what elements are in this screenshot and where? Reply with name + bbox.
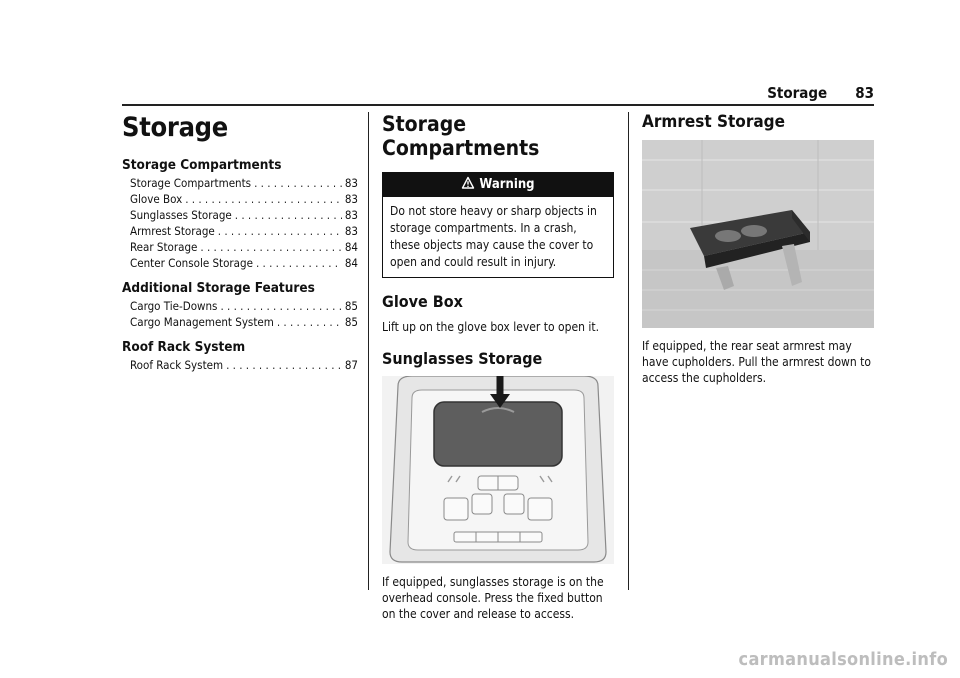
glove-box-text: Lift up on the glove box lever to open i… bbox=[382, 320, 600, 334]
toc-entry[interactable]: Sunglasses Storage 83 bbox=[122, 207, 358, 223]
toc-entry-label: Storage Compartments bbox=[130, 176, 252, 190]
sunglasses-text: If equipped, sunglasses storage is on th… bbox=[382, 575, 604, 621]
glove-box-heading: Glove Box bbox=[382, 292, 463, 311]
toc-entry[interactable]: Glove Box 83 bbox=[122, 191, 358, 207]
toc-section-heading: Roof Rack System bbox=[122, 339, 246, 355]
toc-entry-page: 84 bbox=[344, 256, 358, 270]
toc-entry-label: Sunglasses Storage bbox=[130, 208, 232, 222]
warning-icon bbox=[462, 176, 475, 189]
toc-entry-label: Roof Rack System bbox=[130, 358, 224, 372]
right-column: Armrest Storage If equipped, the rear se… bbox=[642, 112, 874, 386]
toc-entry[interactable]: Armrest Storage 83 bbox=[122, 223, 358, 239]
toc-entry[interactable]: Rear Storage 84 bbox=[122, 239, 358, 255]
toc-entry-page: 83 bbox=[344, 192, 358, 206]
header-section-title: Storage bbox=[767, 84, 828, 102]
toc-section-heading: Additional Storage Features bbox=[122, 280, 315, 296]
leader-dots bbox=[220, 298, 341, 314]
middle-column: Storage Compartments Warning Do not stor… bbox=[382, 112, 614, 622]
toc-section: Roof Rack System Roof Rack System 87 bbox=[122, 339, 358, 373]
watermark: carmanualsonline.info bbox=[738, 649, 948, 670]
leader-dots bbox=[254, 175, 342, 191]
overhead-console-illustration bbox=[382, 376, 614, 564]
toc-entry-page: 85 bbox=[344, 315, 358, 329]
armrest-text: If equipped, the rear seat armrest may h… bbox=[642, 339, 871, 385]
leader-dots bbox=[235, 207, 342, 223]
chapter-title: Storage bbox=[122, 112, 228, 143]
column-divider bbox=[368, 112, 369, 590]
section-title: Storage Compartments bbox=[382, 112, 540, 160]
running-header: Storage 83 bbox=[767, 84, 874, 102]
toc-entry-label: Glove Box bbox=[130, 192, 183, 206]
toc-entry-page: 83 bbox=[344, 208, 358, 222]
toc-entry[interactable]: Cargo Tie-Downs 85 bbox=[122, 298, 358, 314]
toc-entry-label: Rear Storage bbox=[130, 240, 198, 254]
toc-column: Storage Storage Compartments Storage Com… bbox=[122, 112, 358, 373]
armrest-heading: Armrest Storage bbox=[642, 112, 786, 132]
warning-label: Warning bbox=[479, 177, 535, 192]
warning-header: Warning bbox=[383, 173, 613, 197]
toc-entry-page: 85 bbox=[344, 299, 358, 313]
armrest-cupholder-illustration bbox=[642, 140, 874, 328]
toc-entry-page: 83 bbox=[344, 224, 358, 238]
toc-entry-label: Cargo Management System bbox=[130, 315, 274, 329]
leader-dots bbox=[218, 223, 342, 239]
leader-dots bbox=[185, 191, 342, 207]
sunglasses-heading: Sunglasses Storage bbox=[382, 349, 543, 368]
leader-dots bbox=[226, 357, 342, 373]
warning-box: Warning Do not store heavy or sharp obje… bbox=[382, 172, 614, 278]
header-rule bbox=[122, 104, 874, 106]
toc-entry-page: 84 bbox=[344, 240, 358, 254]
toc-section-heading: Storage Compartments bbox=[122, 157, 282, 173]
leader-dots bbox=[277, 314, 342, 330]
toc-entry[interactable]: Storage Compartments 83 bbox=[122, 175, 358, 191]
leader-dots bbox=[256, 255, 342, 271]
toc-entry[interactable]: Roof Rack System 87 bbox=[122, 357, 358, 373]
toc-entry-label: Cargo Tie-Downs bbox=[130, 299, 218, 313]
toc-entry[interactable]: Cargo Management System 85 bbox=[122, 314, 358, 330]
toc-section: Storage Compartments Storage Compartment… bbox=[122, 157, 358, 271]
column-divider bbox=[628, 112, 629, 590]
toc-section: Additional Storage Features Cargo Tie-Do… bbox=[122, 280, 358, 330]
leader-dots bbox=[200, 239, 341, 255]
toc-entry-page: 83 bbox=[344, 176, 358, 190]
warning-text: Do not store heavy or sharp objects in s… bbox=[390, 204, 597, 269]
toc-entry[interactable]: Center Console Storage 84 bbox=[122, 255, 358, 271]
toc-entry-page: 87 bbox=[344, 358, 358, 372]
header-page-number: 83 bbox=[855, 84, 874, 102]
toc-entry-label: Armrest Storage bbox=[130, 224, 215, 238]
toc-entry-label: Center Console Storage bbox=[130, 256, 253, 270]
